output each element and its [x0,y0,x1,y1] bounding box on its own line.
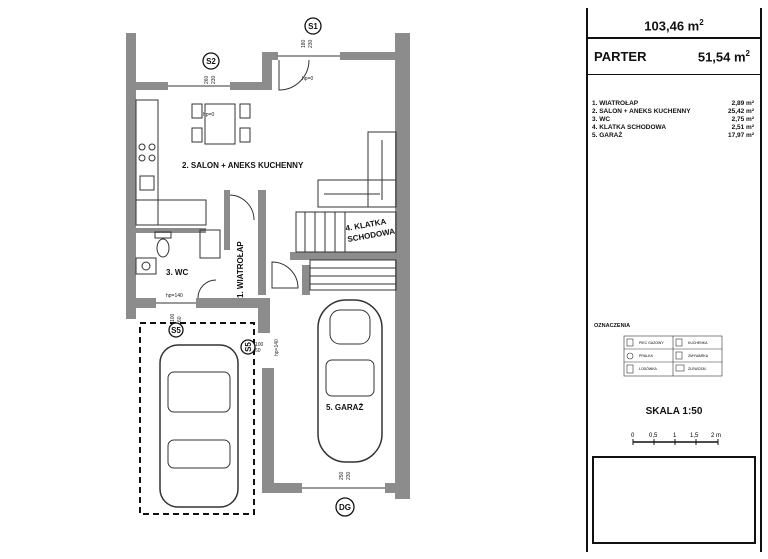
level-name: PARTER [594,49,647,64]
total-area: 103,46 m2 [588,8,760,38]
svg-text:hp=0: hp=0 [203,112,214,118]
label-wiatrolap: 1. WIATROŁAP [236,241,245,298]
svg-text:LODÓWKA: LODÓWKA [639,366,658,371]
walls [126,33,410,499]
legend-grid: PIEC GAZOWY KUCHENKA PRALKA ZMYWARKA LOD… [623,335,723,377]
svg-text:100: 100 [255,342,264,348]
svg-text:S5: S5 [244,342,253,352]
marker-dg: DG [335,497,355,517]
floor-plan: S1 S2 S5 S5 DG 2. SALON + ANEKS KUCHENNY… [126,17,410,517]
svg-text:S1: S1 [308,22,318,31]
svg-text:100: 100 [170,313,176,322]
svg-text:1,5: 1,5 [690,433,699,439]
legend: OZNACZENIA PIEC GAZOWY KUCHENKA PRALKA Z… [594,323,756,385]
svg-text:230: 230 [211,75,217,84]
svg-text:hp=140: hp=140 [166,293,183,299]
svg-text:180: 180 [301,39,307,48]
svg-text:S2: S2 [206,57,216,66]
svg-text:PRALKA: PRALKA [639,354,653,358]
dishwasher-icon [675,351,683,360]
svg-text:KUCHENKA: KUCHENKA [688,341,708,345]
sofa [317,131,397,208]
svg-text:1: 1 [673,433,677,439]
svg-text:230: 230 [308,39,314,48]
boiler-icon [626,338,634,347]
label-garaz: 5. GARAŻ [326,403,363,412]
car-garage [317,299,383,463]
staircase [295,211,397,291]
title-block [592,456,756,544]
svg-text:hp=140: hp=140 [274,339,280,356]
svg-text:60: 60 [255,348,261,354]
wc-fixtures [135,229,221,275]
parking-space [139,322,255,515]
marker-s5-garage: S5 [240,339,256,355]
marker-s1: S1 [304,17,322,35]
level-area: 51,54 m2 [697,49,750,65]
doors [156,55,385,489]
marker-s2: S2 [202,52,220,70]
svg-text:ZMYWARKA: ZMYWARKA [688,354,709,358]
label-wc: 3. WC [166,268,188,277]
svg-text:ZLEWOZM.: ZLEWOZM. [688,367,706,371]
scale-label: SKALA 1:50 [645,406,703,417]
cooker-icon [675,338,683,347]
fridge-icon [626,364,634,374]
scale-bar: 0 0,5 1 1,5 2 m [631,433,721,445]
kitchen-counter [135,99,207,226]
svg-text:hp=0: hp=0 [302,76,313,82]
svg-text:0,5: 0,5 [649,433,658,439]
dim-notes: 180 230 hp=0 260 230 hp=0 hp=140 100 60 … [166,39,352,480]
washer-icon [626,352,634,360]
level-header: PARTER 51,54 m2 [588,38,760,75]
label-salon: 2. SALON + ANEKS KUCHENNY [182,161,304,170]
svg-text:2 m: 2 m [711,433,721,439]
svg-text:60: 60 [177,316,183,322]
svg-text:230: 230 [346,471,352,480]
svg-text:260: 260 [204,75,210,84]
sink-icon [675,364,685,372]
dining-table [191,103,251,145]
car-outside [159,344,239,508]
marker-s5-outside: S5 [168,322,184,338]
svg-text:250: 250 [339,471,345,480]
svg-text:DG: DG [339,503,351,512]
svg-text:PIEC GAZOWY: PIEC GAZOWY [639,341,664,345]
svg-text:S5: S5 [171,326,181,335]
svg-text:0: 0 [631,433,635,439]
